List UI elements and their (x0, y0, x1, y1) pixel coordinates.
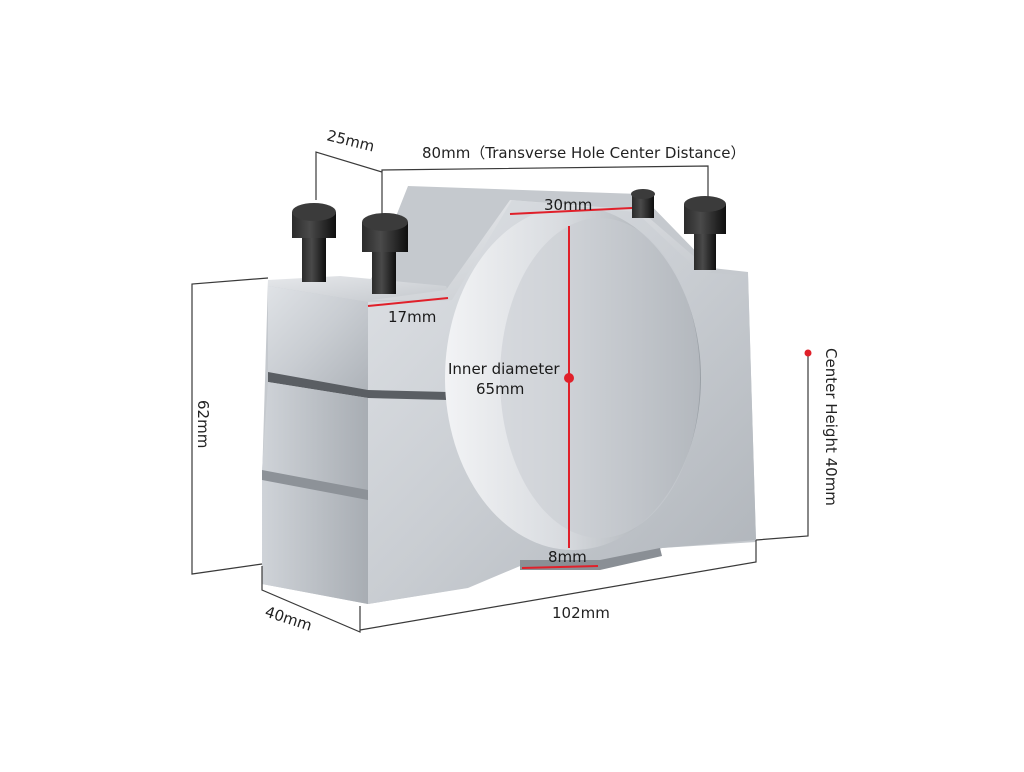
bolt-back-right (684, 196, 726, 270)
red-markers (367, 207, 812, 569)
red-line-30 (509, 207, 633, 215)
label-inner-diameter: Inner diameter (448, 360, 560, 378)
bolts (292, 189, 726, 294)
label-25mm: 25mm (325, 126, 376, 155)
clamp-lower-step (262, 470, 368, 500)
label-center-height: Center Height 40mm (822, 348, 840, 506)
label-80mm: 80mm（Transverse Hole Center Distance） (422, 144, 746, 162)
label-8mm: 8mm (548, 548, 587, 566)
red-dot-center (564, 373, 574, 383)
dim-line-25 (315, 151, 383, 220)
bolt-front-right (362, 213, 408, 294)
clamp-bottom-channel (520, 548, 662, 570)
clamp-split-slot (268, 372, 448, 400)
red-line-17 (367, 297, 449, 307)
dim-line-62 (191, 277, 269, 575)
clamp-bore-inner-shadow (500, 218, 700, 538)
dim-line-center-height (755, 354, 809, 541)
label-40mm: 40mm (263, 603, 315, 635)
red-line-8 (521, 565, 599, 569)
red-dot-center-height (804, 349, 812, 357)
bolt-back-left (631, 189, 655, 218)
label-inner-diameter-value: 65mm (476, 380, 524, 398)
dim-line-40 (261, 566, 361, 633)
label-17mm: 17mm (388, 308, 436, 326)
dim-line-102 (359, 540, 757, 631)
label-30mm: 30mm (544, 196, 592, 214)
clamp-lower-left-front (262, 382, 368, 604)
label-62mm: 62mm (194, 400, 212, 448)
clamp-upper-left-front (268, 286, 368, 390)
dim-line-80 (381, 165, 709, 198)
label-102mm: 102mm (552, 604, 610, 622)
dimension-lines (191, 151, 809, 633)
bolt-front-left (292, 203, 336, 282)
clamp-body (262, 186, 756, 604)
